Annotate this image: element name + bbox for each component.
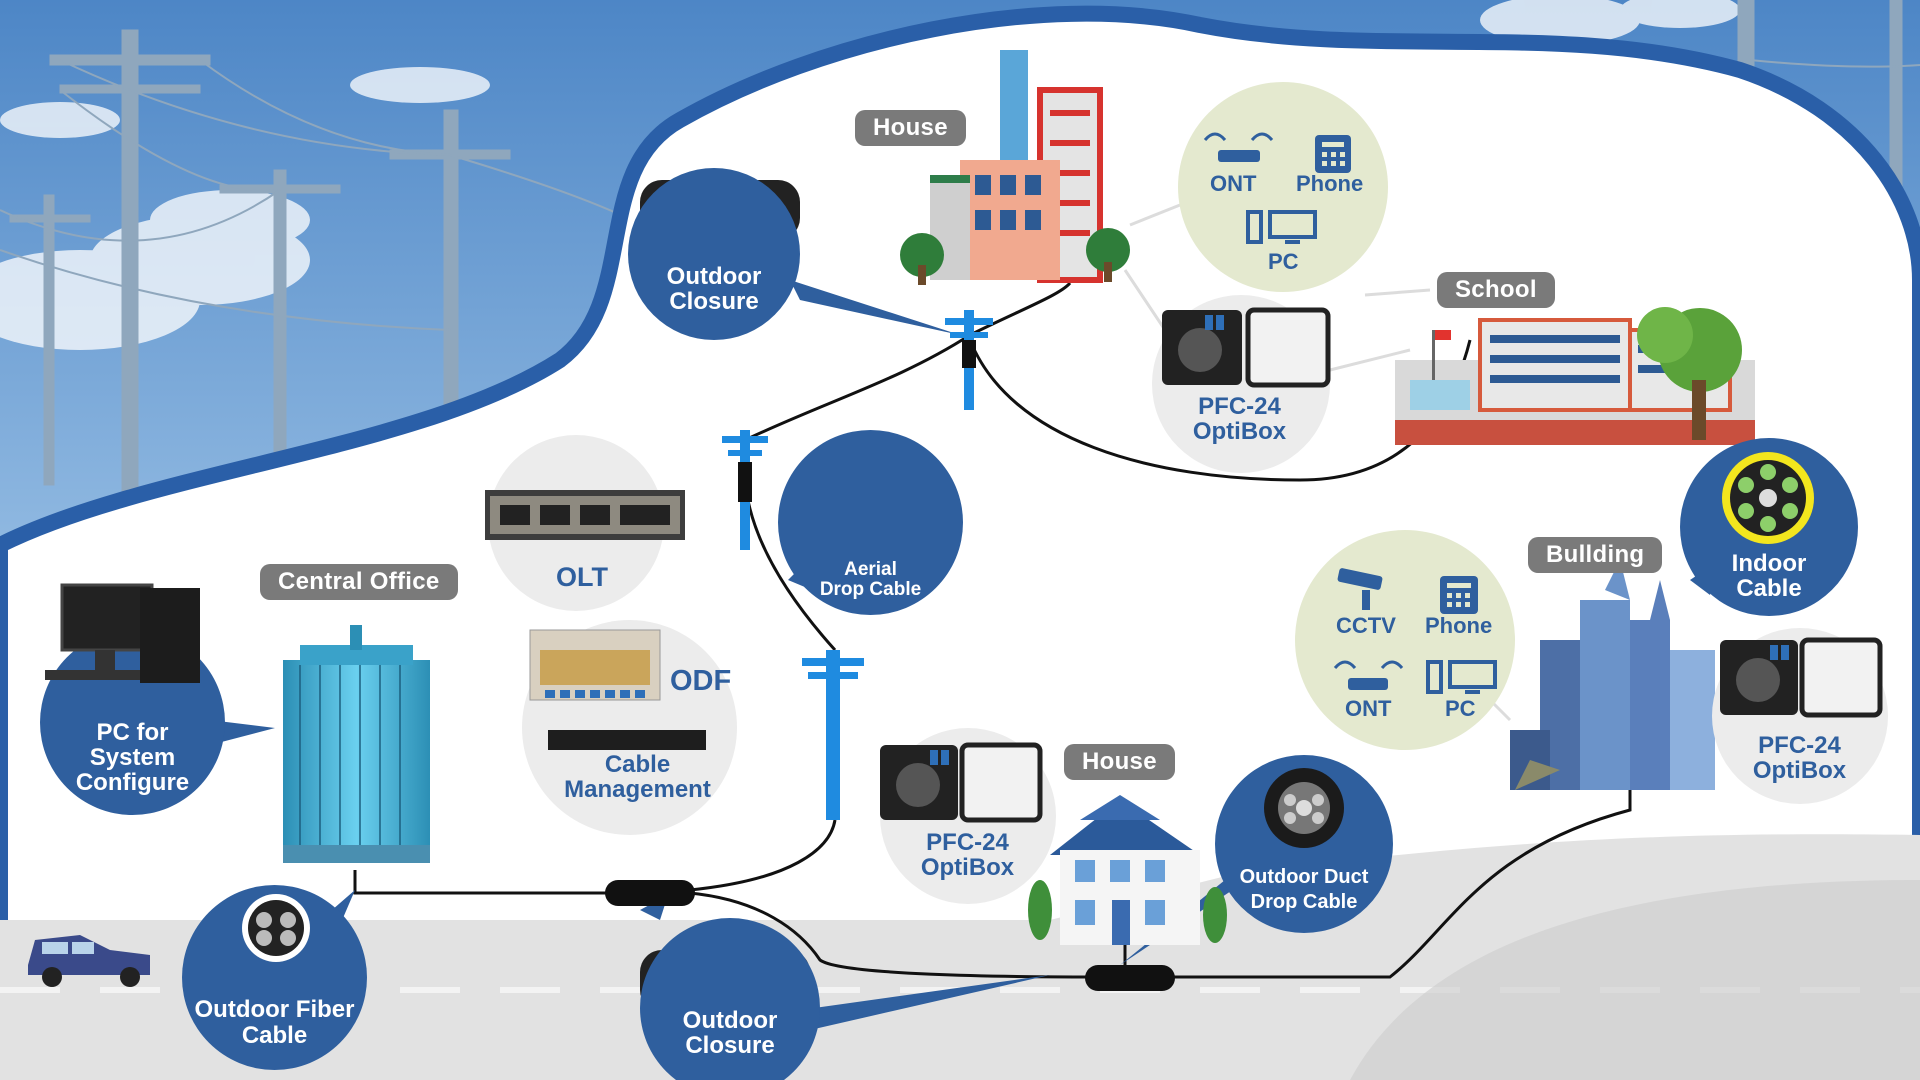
odf-label: ODF [670,665,732,697]
pfc-building-line1: PFC-24 [1758,732,1841,759]
pc-icon-building [1426,660,1497,694]
router-icon [1203,132,1274,162]
outdoor-duct-drop-cable-icon [1264,768,1344,848]
cable-management-line1: Cable [604,751,671,778]
house-phone-label: Phone [1296,171,1364,196]
olt-device [485,490,685,540]
aerial-drop-cable-line2: Drop Cable [819,579,922,600]
indoor-cable-icon [1722,452,1814,544]
pfc-bottom-line1: PFC-24 [926,829,1009,856]
outdoor-fiber-line1: Outdoor Fiber [194,996,355,1024]
pc-workstation-icon [45,583,200,683]
central-office-tower [283,625,430,863]
pfc-top-device [1162,307,1331,388]
pc-system-configure-bubble: PC for System Configure [40,630,225,815]
aerial-drop-cable-bubble: Aerial Drop Cable [778,430,963,615]
house-bottom-illustration [1028,795,1227,945]
house-ont-label: ONT [1210,171,1257,196]
outdoor-duct-line1: Outdoor Duct [1239,866,1369,888]
school-illustration [1395,307,1755,445]
house-top-tag: House [855,110,966,146]
outdoor-closure-bottom-line2: Closure [685,1032,775,1059]
building-skyscrapers [1510,560,1715,790]
outdoor-duct-line2: Drop Cable [1250,891,1358,913]
outdoor-closure-top-line2: Closure [669,288,759,315]
phone-icon-building [1440,576,1478,614]
splice-closure-left [605,880,695,906]
splice-closure-right [1085,965,1175,991]
pfc-bottom-label: PFC-24 OptiBox [900,829,1035,882]
pc-icon [1246,210,1317,244]
outdoor-closure-top-bubble: Outdoor Closure [628,168,800,340]
router-icon-building [1333,660,1404,690]
building-devices-bubble [1295,530,1515,750]
outdoor-fiber-line2: Cable [241,1021,308,1049]
outdoor-closure-bottom-bubble: Outdoor Closure [640,918,820,1080]
aerial-pole-top [945,310,993,410]
cctv-icon [1337,568,1383,610]
car-illustration [28,935,150,987]
house-pc-label: PC [1268,249,1299,274]
aerial-pole-bottom [802,650,864,820]
outdoor-closure-bottom-line1: Outdoor [682,1006,778,1034]
pfc-building-line2: OptiBox [1752,757,1847,785]
odf-device [529,629,661,701]
phone-icon [1315,135,1351,173]
outdoor-closure-top-line1: Outdoor [666,262,762,290]
cable-management-line2: Management [564,776,711,804]
house-top-illustration [900,50,1130,285]
pfc-bottom-device [880,742,1043,823]
indoor-cable-line2: Cable [1736,575,1802,602]
pfc-top-label: PFC-24 OptiBox [1172,393,1307,446]
building-ont-label: ONT [1345,696,1392,721]
house-bottom-tag: House [1064,744,1175,780]
building-cctv-label: CCTV [1336,613,1396,638]
cable-management-label: Cable Management [555,751,720,804]
pfc-building-device [1720,637,1883,718]
pfc-top-line2: OptiBox [1192,418,1287,446]
building-pc-label: PC [1445,696,1476,721]
building-phone-label: Phone [1425,613,1493,638]
pc-system-line3: Configure [75,769,190,797]
central-office-tag: Central Office [260,564,458,600]
indoor-cable-line1: Indoor [1731,549,1807,577]
aerial-drop-cable-line1: Aerial [844,559,897,581]
olt-label: OLT [556,562,608,592]
pfc-building-label: PFC-24 OptiBox [1732,732,1867,785]
pfc-top-line1: PFC-24 [1198,393,1281,420]
pc-system-line2: System [89,743,176,771]
aerial-pole-middle [722,430,768,550]
building-tag: Bullding [1528,537,1663,573]
outdoor-fiber-cable-bubble: Outdoor Fiber Cable [182,885,367,1070]
cable-management-device [548,730,706,750]
outdoor-fiber-cable-icon [242,894,310,962]
school-tag: School [1437,272,1555,308]
clouds [0,0,1740,350]
house-devices-bubble [1178,82,1388,292]
callout-lines [1123,203,1512,722]
pfc-bottom-line2: OptiBox [920,854,1015,882]
pc-system-line1: PC for [96,718,169,746]
fiber-cables [353,281,1632,979]
